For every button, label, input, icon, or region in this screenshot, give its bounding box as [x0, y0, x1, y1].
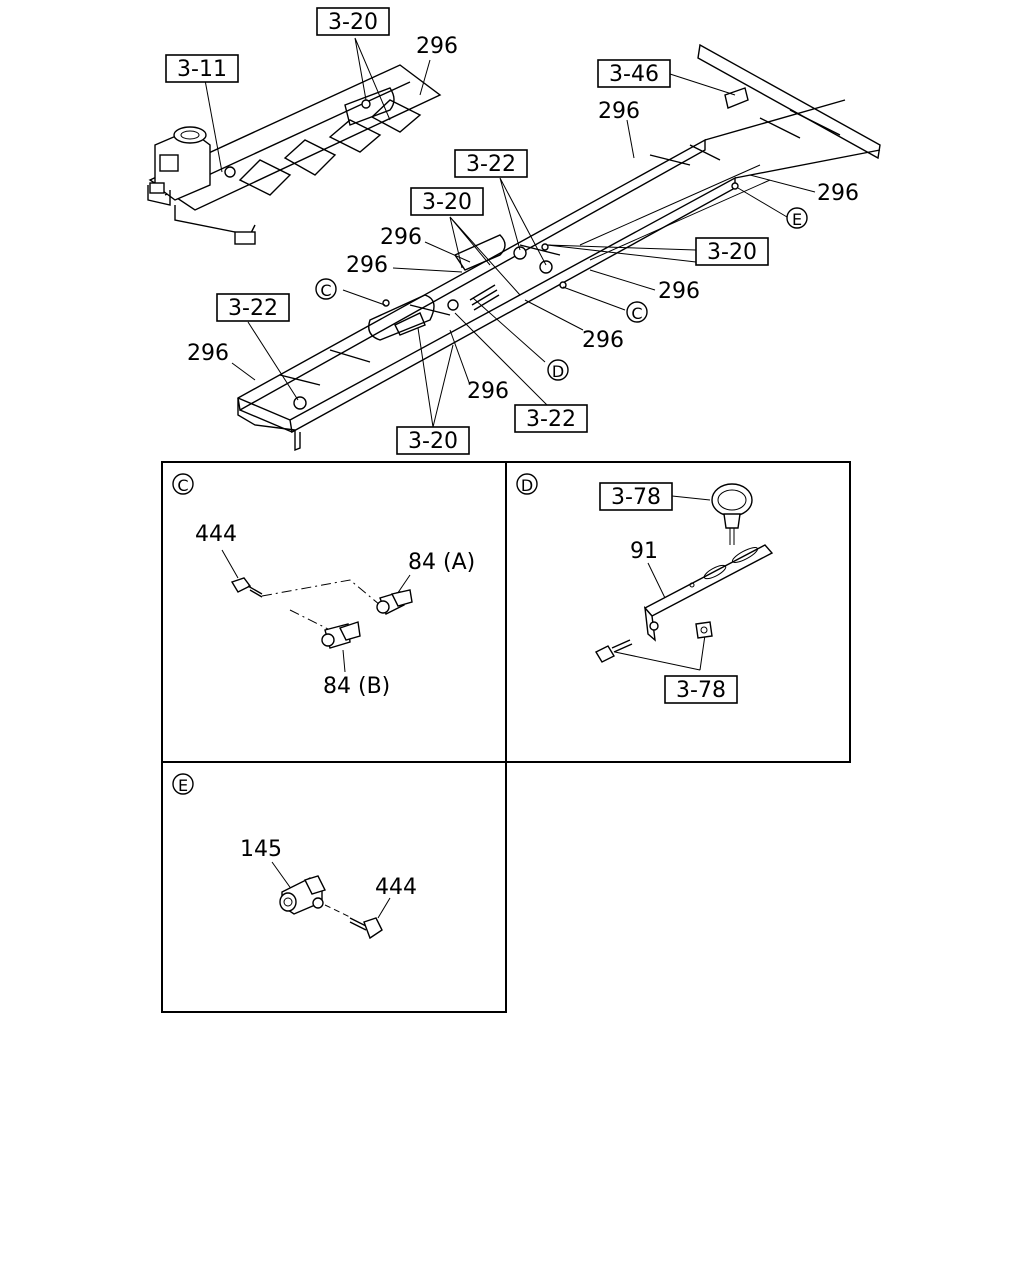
marker-e[interactable]: E [786, 207, 808, 229]
label-145: 145 [240, 837, 282, 862]
part-labels: 296 296 296 296 296 296 296 296 296 296 [187, 34, 859, 404]
svg-text:C: C [320, 281, 331, 300]
label-296: 296 [416, 34, 458, 59]
callout-3-22-bottom[interactable]: 3-22 [514, 404, 588, 433]
callout-3-78-bottom[interactable]: 3-78 [664, 675, 738, 704]
label-91: 91 [630, 539, 658, 564]
callout-3-20-bottom[interactable]: 3-20 [396, 426, 470, 455]
chassis-frame [147, 43, 881, 452]
marker-e-detail: E [172, 773, 194, 795]
marker-c-right[interactable]: C [626, 301, 648, 323]
label-296: 296 [817, 181, 859, 206]
svg-text:3-20: 3-20 [408, 429, 458, 454]
marker-c-detail: C [172, 473, 194, 495]
label-444: 444 [375, 875, 417, 900]
callout-3-46[interactable]: 3-46 [597, 59, 671, 88]
svg-text:D: D [521, 476, 533, 495]
svg-text:E: E [178, 776, 188, 795]
callout-3-20-top[interactable]: 3-20 [316, 7, 390, 36]
label-296: 296 [187, 341, 229, 366]
callout-3-20-mid[interactable]: 3-20 [410, 187, 484, 216]
clamp-icon [711, 483, 753, 545]
svg-text:3-20: 3-20 [707, 240, 757, 265]
label-296: 296 [467, 379, 509, 404]
callout-3-78-top[interactable]: 3-78 [599, 482, 673, 511]
svg-text:3-22: 3-22 [466, 152, 516, 177]
svg-text:3-11: 3-11 [177, 57, 227, 82]
bolt-icon [349, 917, 383, 940]
tee-fitting-icon [279, 875, 326, 915]
label-444: 444 [195, 522, 237, 547]
bolt-icon [595, 639, 633, 663]
tee-fitting-icon [376, 589, 413, 615]
marker-d-detail: D [516, 473, 538, 495]
svg-text:3-20: 3-20 [328, 10, 378, 35]
svg-text:C: C [177, 476, 188, 495]
svg-text:D: D [552, 362, 564, 381]
label-84b: 84 (B) [323, 674, 390, 699]
svg-text:3-22: 3-22 [526, 407, 576, 432]
label-296: 296 [380, 225, 422, 250]
svg-text:E: E [792, 210, 802, 229]
leader-lines [204, 37, 816, 428]
detail-e: E 145 444 [172, 773, 417, 940]
marker-c-left[interactable]: C [315, 278, 337, 300]
svg-text:3-78: 3-78 [611, 485, 661, 510]
label-296: 296 [598, 99, 640, 124]
callout-3-22-left[interactable]: 3-22 [216, 293, 290, 322]
svg-text:3-46: 3-46 [609, 62, 659, 87]
nut-icon [695, 621, 713, 639]
label-296: 296 [658, 279, 700, 304]
marker-d[interactable]: D [547, 359, 569, 381]
bracket-icon [643, 544, 774, 642]
callout-3-11[interactable]: 3-11 [165, 54, 239, 83]
callout-3-22-mid[interactable]: 3-22 [454, 149, 528, 178]
detail-panels [161, 461, 851, 1013]
label-84a: 84 (A) [408, 550, 475, 575]
detail-d: D 3-78 3-78 91 [516, 473, 774, 704]
svg-text:3-20: 3-20 [422, 190, 472, 215]
detail-c: C 444 84 (A) 84 (B) [172, 473, 475, 699]
callout-3-20-right[interactable]: 3-20 [695, 237, 769, 266]
svg-text:C: C [631, 304, 642, 323]
svg-text:3-22: 3-22 [228, 296, 278, 321]
label-296: 296 [346, 253, 388, 278]
tee-fitting-icon [321, 621, 361, 649]
label-296: 296 [582, 328, 624, 353]
svg-text:3-78: 3-78 [676, 678, 726, 703]
bolt-icon [230, 577, 263, 598]
